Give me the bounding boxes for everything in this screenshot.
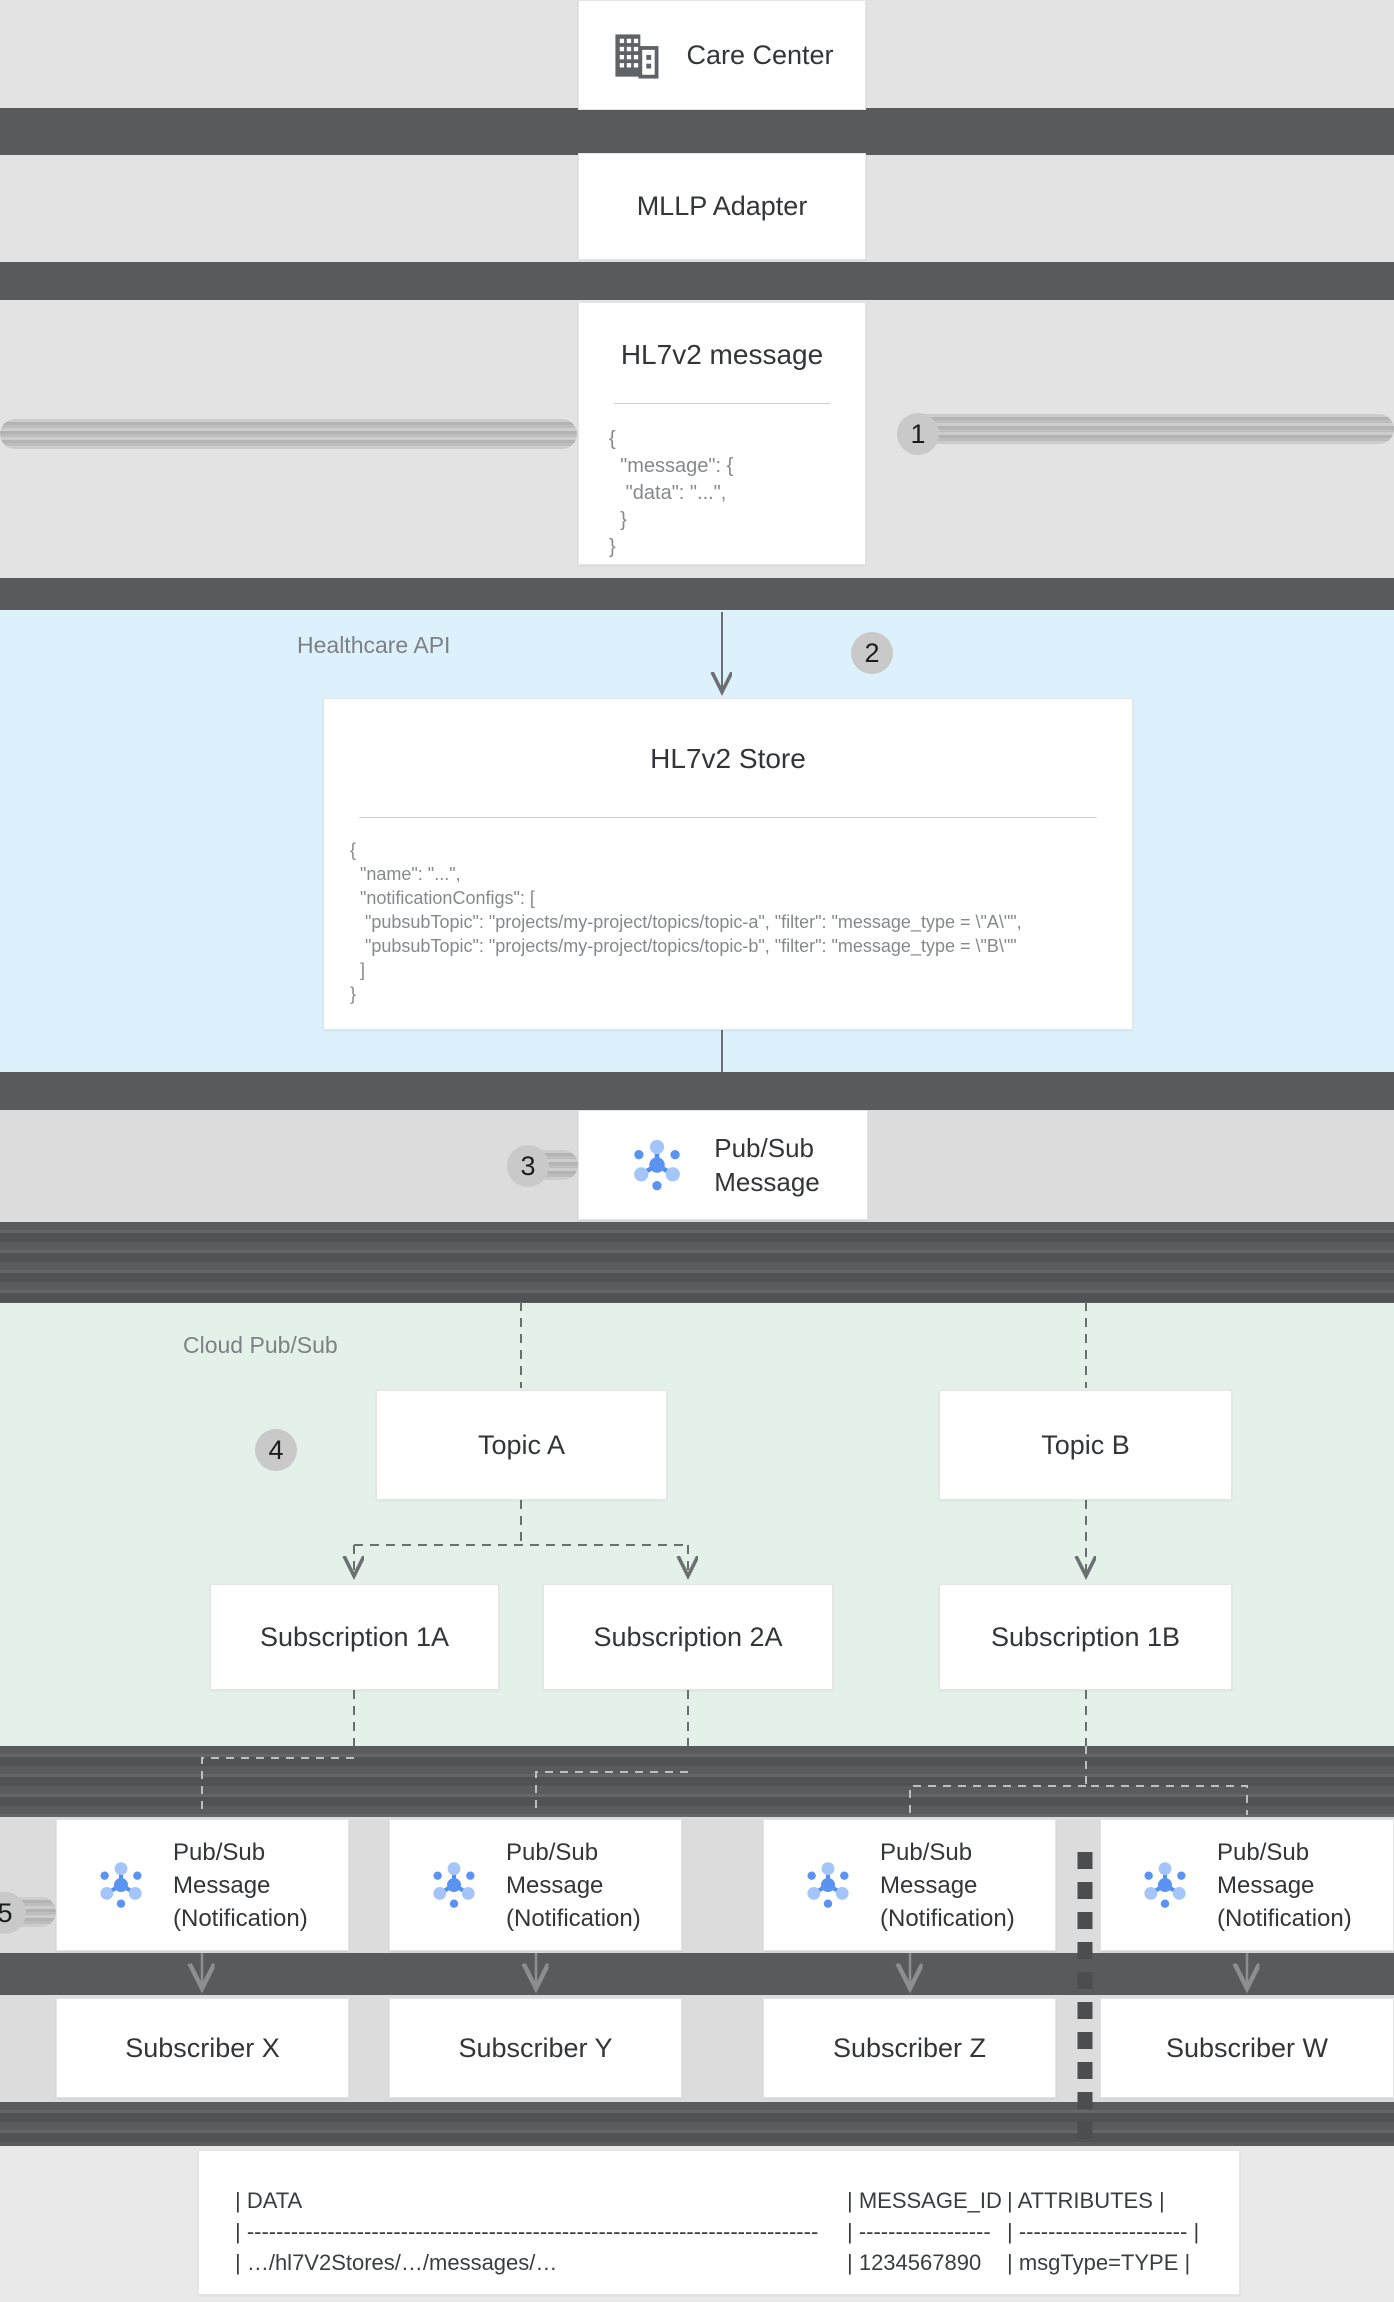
mllp-adapter-label: MLLP Adapter: [636, 191, 808, 221]
pubsub-notification-label: Pub/Sub Message (Notification): [506, 1838, 641, 1932]
topic-a-node: Topic A: [376, 1390, 667, 1500]
table-col-attributes: | ATTRIBUTES || ----------------------- …: [1007, 2188, 1200, 2275]
separator-band-c: [0, 578, 1394, 610]
building-icon: [610, 29, 662, 81]
pubsub-message-node: Pub/Sub Message: [578, 1110, 868, 1220]
pubsub-notification-node-2: Pub/Sub Message (Notification): [389, 1819, 682, 1951]
pubsub-notification-label: Pub/Sub Message (Notification): [173, 1838, 308, 1932]
separator-stripes-1: [0, 1222, 1394, 1303]
pubsub-notification-label: Pub/Sub Message (Notification): [880, 1838, 1015, 1932]
cloud-pubsub-label: Cloud Pub/Sub: [183, 1332, 338, 1358]
wire-pill-right: [902, 414, 1394, 444]
pubsub-icon: [1137, 1857, 1193, 1913]
separator-band-f: [0, 1953, 1394, 1995]
care-center-node: Care Center: [578, 0, 866, 110]
pubsub-icon: [626, 1134, 688, 1196]
subscriber-z-node: Subscriber Z: [763, 1998, 1056, 2098]
subscription-2a-node: Subscription 2A: [543, 1584, 833, 1690]
subscription-2a-label: Subscription 2A: [593, 1621, 783, 1652]
hl7v2-message-title: HL7v2 message: [620, 339, 824, 370]
step-badge-1: 1: [897, 413, 939, 455]
hl7v2-store-node: HL7v2 Store { "name": "...", "notificati…: [323, 698, 1133, 1030]
step-badge-2: 2: [851, 632, 893, 674]
subscriber-w-node: Subscriber W: [1100, 1998, 1394, 2098]
subscription-1a-node: Subscription 1A: [210, 1584, 499, 1690]
subscriber-z-label: Subscriber Z: [832, 2032, 987, 2063]
subscriber-w-label: Subscriber W: [1165, 2032, 1329, 2063]
hl7v2-store-code: { "name": "...", "notificationConfigs": …: [350, 840, 1022, 1004]
healthcare-api-label: Healthcare API: [297, 632, 451, 658]
pubsub-notification-node-4: Pub/Sub Message (Notification): [1100, 1819, 1394, 1951]
hl7v2-message-code: { "message": { "data": "...", }}: [609, 428, 734, 558]
divider: [359, 817, 1097, 818]
subscription-1b-node: Subscription 1B: [939, 1584, 1232, 1690]
topic-a-label: Topic A: [477, 1429, 566, 1460]
care-center-label: Care Center: [686, 39, 834, 70]
hl7v2-message-node: HL7v2 message { "message": { "data": "..…: [578, 302, 866, 565]
topic-b-node: Topic B: [939, 1390, 1232, 1500]
subscriber-x-node: Subscriber X: [56, 1998, 349, 2098]
message-table: | DATA| --------------------------------…: [198, 2150, 1240, 2295]
wire-pill-left: [0, 419, 577, 449]
mllp-adapter-node: MLLP Adapter: [578, 153, 866, 260]
subscriber-y-label: Subscriber Y: [458, 2032, 613, 2063]
pubsub-icon: [800, 1857, 856, 1913]
subscription-1b-label: Subscription 1B: [990, 1621, 1181, 1652]
pubsub-icon: [93, 1857, 149, 1913]
subscriber-y-node: Subscriber Y: [389, 1998, 682, 2098]
pubsub-message-label: Pub/Sub Message: [714, 1133, 820, 1197]
separator-band-g: [0, 2102, 1394, 2146]
pubsub-notification-label: Pub/Sub Message (Notification): [1217, 1838, 1352, 1932]
subscriber-x-label: Subscriber X: [125, 2032, 280, 2063]
separator-band-b: [0, 262, 1394, 300]
hl7v2-store-title: HL7v2 Store: [650, 743, 806, 774]
topic-b-label: Topic B: [1041, 1429, 1130, 1460]
subscription-1a-label: Subscription 1A: [259, 1621, 450, 1652]
separator-band-d: [0, 1072, 1394, 1110]
pubsub-notification-node-3: Pub/Sub Message (Notification): [763, 1819, 1056, 1951]
table-col-data: | DATA| --------------------------------…: [235, 2188, 819, 2275]
separator-band-a: [0, 108, 1394, 155]
step-badge-4: 4: [255, 1429, 297, 1471]
pubsub-icon: [426, 1857, 482, 1913]
divider: [614, 403, 830, 404]
step-badge-3: 3: [507, 1145, 549, 1187]
table-col-message-id: | MESSAGE_ID| ------------------| 123456…: [847, 2188, 1002, 2275]
pubsub-notification-node-1: Pub/Sub Message (Notification): [56, 1819, 349, 1951]
